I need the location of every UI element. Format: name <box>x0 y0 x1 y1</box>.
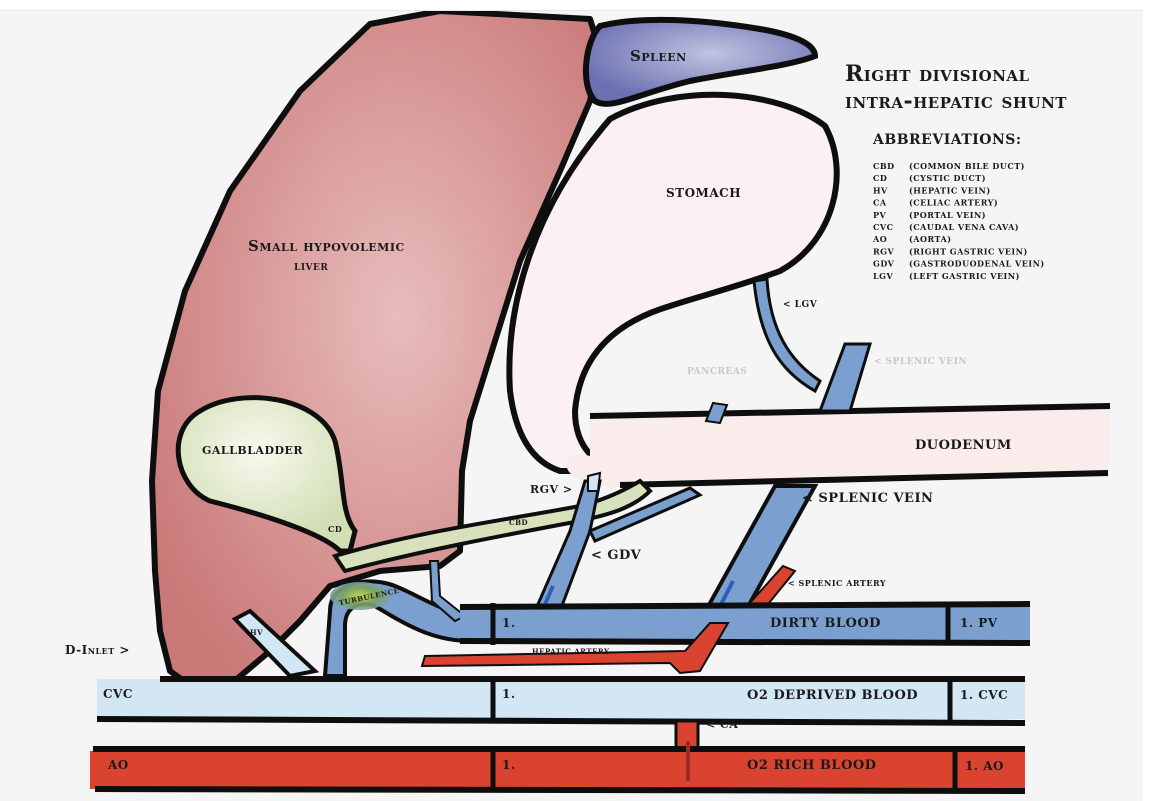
portal-vein-channel <box>460 607 1030 641</box>
abbreviation-meaning: (COMMON BILE DUCT) <box>909 161 1025 171</box>
hepatic-artery-label: HEPATIC ARTERY <box>532 647 610 656</box>
spleen-label: Spleen <box>630 47 687 65</box>
splenic-artery-label: < SPLENIC ARTERY <box>788 578 886 588</box>
left-gastric-vein <box>752 277 822 394</box>
duodenum-shape <box>566 406 1110 487</box>
splenic-vein-faint-label: < SPLENIC VEIN <box>874 357 967 367</box>
abbreviation-meaning: (CAUDAL VENA CAVA) <box>909 222 1019 232</box>
duodenum-label: DUODENUM <box>915 438 1012 453</box>
spleen-shape <box>582 16 819 107</box>
hepatic-vein <box>231 608 320 679</box>
cvc-channel <box>97 679 1025 719</box>
d-inlet-label: D-Inlet > <box>65 643 130 657</box>
abbreviation-code: CVC <box>873 222 893 232</box>
abbreviation-code: AO <box>872 234 887 244</box>
title-line-2: intra-hepatic shunt <box>845 88 1067 114</box>
right-gastric-vein <box>587 471 602 492</box>
pv-end-label: 1. PV <box>960 616 998 630</box>
cvc-left-label: CVC <box>103 687 133 701</box>
liver-label-line1: Small hypovolemic <box>248 237 405 255</box>
abbreviation-code: PV <box>873 210 887 220</box>
title-line-1: Right divisional <box>845 61 1030 87</box>
ca-label: < CA <box>706 718 738 731</box>
abbreviation-code: RGV <box>873 246 894 256</box>
abbreviation-meaning: (CYSTIC DUCT) <box>909 173 986 183</box>
shunt-diagram: Right divisional intra-hepatic shunt ABB… <box>65 11 1111 794</box>
splenic-vein-label: < SPLENIC VEIN <box>802 491 933 506</box>
common-bile-duct <box>331 478 653 574</box>
pancreas-branch <box>704 401 729 425</box>
abbreviation-code: CA <box>873 198 887 208</box>
abbreviation-meaning: (AORTA) <box>909 234 951 244</box>
abbreviation-meaning: (RIGHT GASTRIC VEIN) <box>909 246 1028 256</box>
abbreviation-code: HV <box>873 185 888 195</box>
hv-label: HV <box>250 628 263 637</box>
abbreviations-heading: ABBREVIATIONS: <box>872 132 1022 148</box>
pv-marker: 1. <box>502 616 516 630</box>
cvc-middle-label: O2 DEPRIVED BLOOD <box>747 688 918 703</box>
splenic-vein-upper <box>817 342 873 413</box>
abbreviation-meaning: (PORTAL VEIN) <box>909 210 986 220</box>
abbreviation-meaning: (LEFT GASTRIC VEIN) <box>909 271 1020 281</box>
abbreviation-code: CBD <box>873 161 895 171</box>
stomach-shape <box>506 91 840 474</box>
gdv-label: < GDV <box>591 548 642 563</box>
liver-shape <box>149 11 603 692</box>
abbreviation-code: LGV <box>873 271 893 281</box>
liver-label-line2: liver <box>294 259 328 274</box>
pancreas-label: PANCREAS <box>687 367 747 377</box>
abbreviation-meaning: (GASTRODUODENAL VEIN) <box>909 259 1045 269</box>
cvc-marker: 1. <box>502 687 516 701</box>
turbulence-area <box>330 582 390 610</box>
pv-middle-label: DIRTY BLOOD <box>770 616 881 631</box>
gastroduodenal-vein <box>532 479 602 613</box>
hepatic-artery <box>420 622 730 675</box>
gallbladder-label: GALLBLADDER <box>202 444 303 457</box>
stomach-label: STOMACH <box>666 186 741 200</box>
cbd-label: CBD <box>509 518 528 527</box>
ao-left-label: AO <box>107 758 129 772</box>
aorta-channel <box>90 751 1025 789</box>
ao-middle-label: O2 RICH BLOOD <box>747 758 877 773</box>
abbreviation-code: CD <box>873 173 887 183</box>
abbreviation-code: GDV <box>873 259 895 269</box>
lgv-label: < LGV <box>783 300 818 310</box>
cd-label: CD <box>328 524 342 534</box>
abbreviation-meaning: (HEPATIC VEIN) <box>909 185 991 195</box>
ao-marker: 1. <box>502 758 516 772</box>
abbreviation-meaning: (CELIAC ARTERY) <box>909 198 998 208</box>
ao-end-label: 1. AO <box>965 759 1004 773</box>
rgv-label: RGV > <box>530 483 573 496</box>
abbreviations-list: CBD (COMMON BILE DUCT) CD (CYSTIC DUCT) HV (H… <box>872 161 1045 281</box>
cvc-end-label: 1. CVC <box>960 688 1008 702</box>
diagram-canvas: Right divisional intra-hepatic shunt ABB… <box>0 10 1143 801</box>
